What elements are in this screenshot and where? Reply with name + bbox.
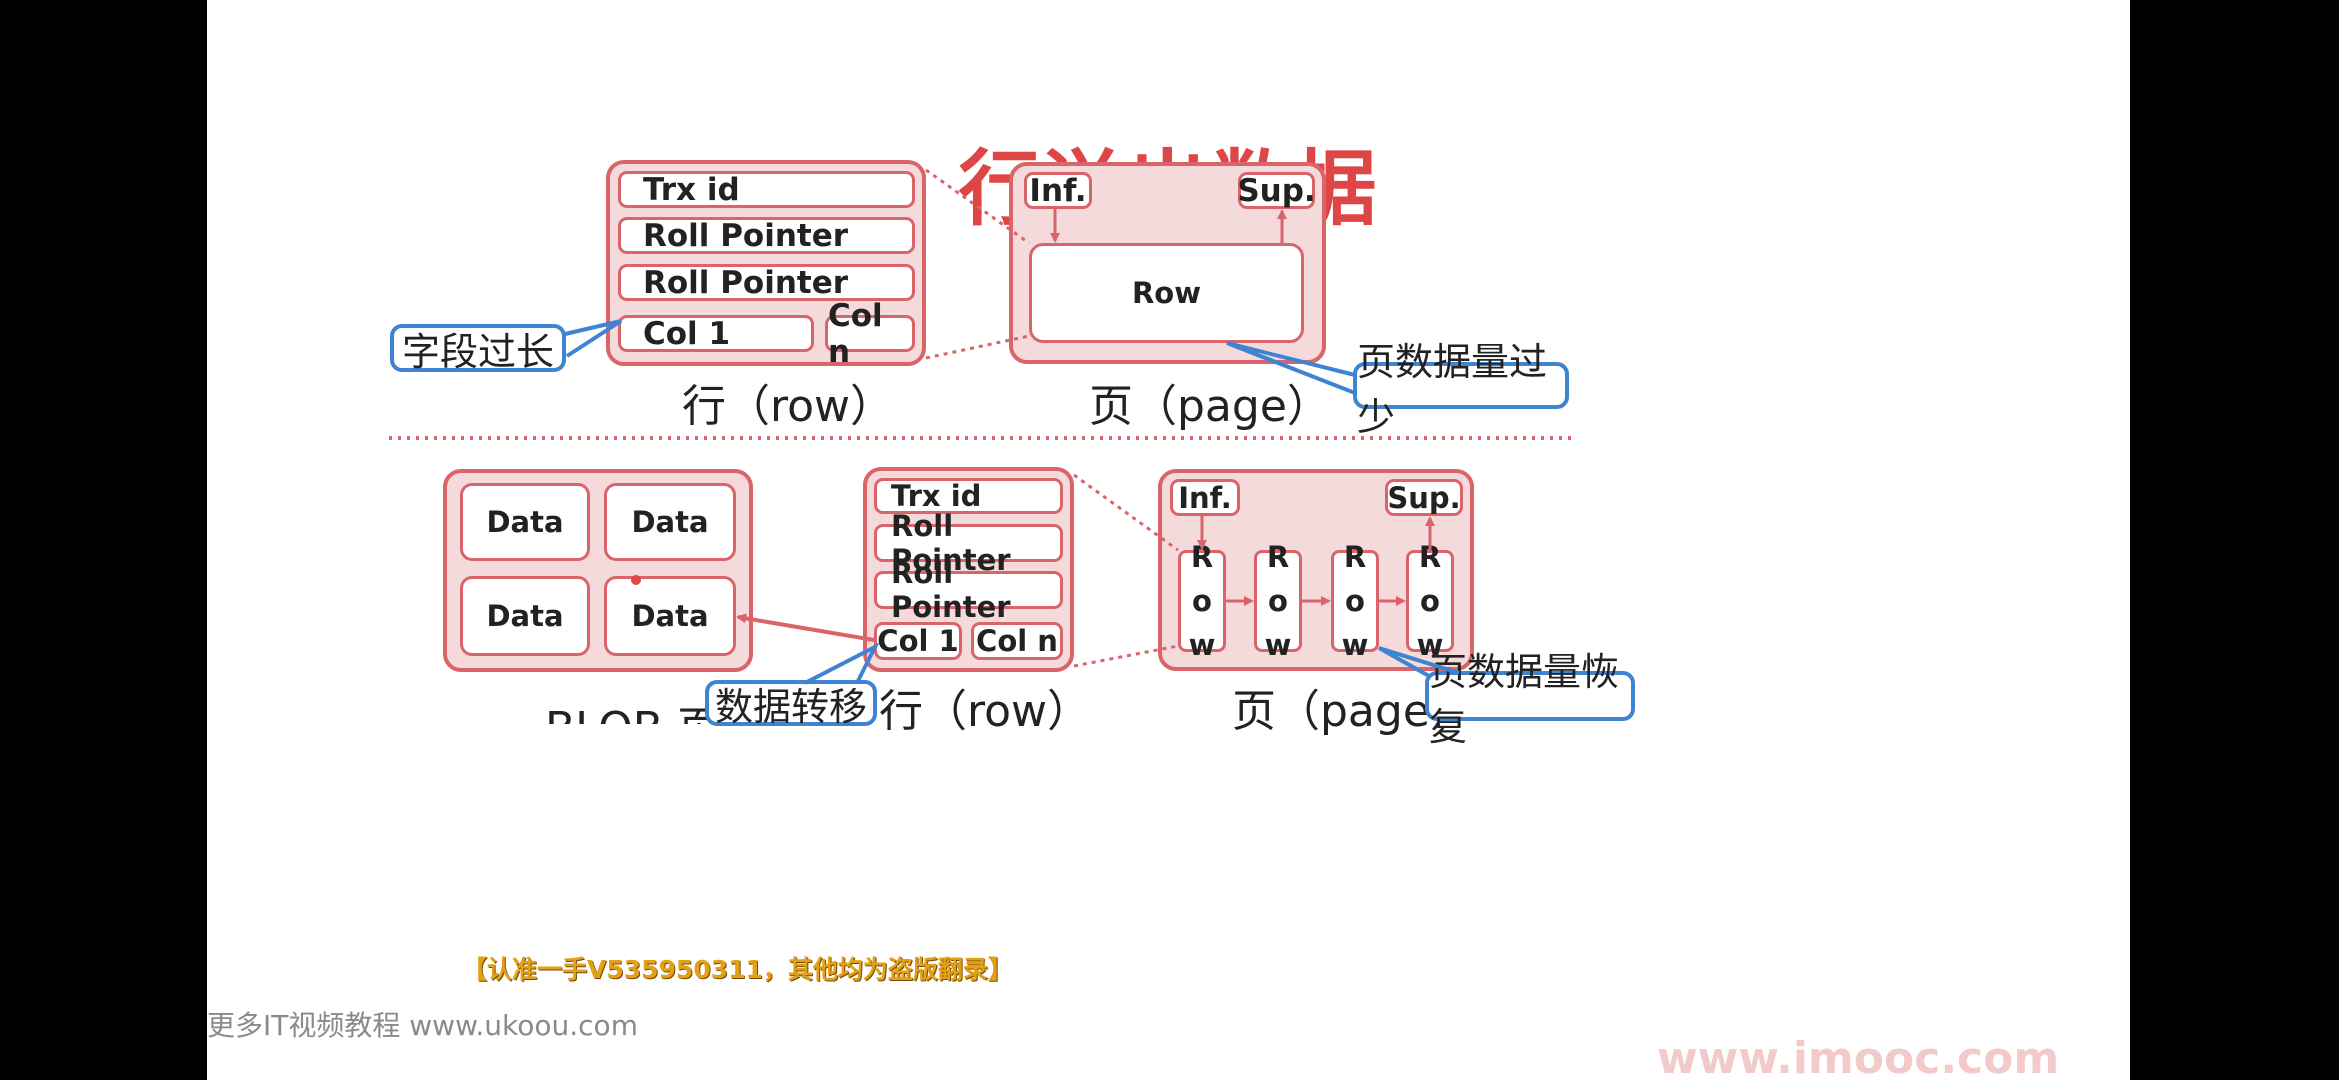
- callout-page-too-little: 页数据量过少: [1353, 340, 1569, 439]
- row-letter: R: [1418, 540, 1442, 574]
- row-letter: o: [1420, 584, 1440, 618]
- blob-data-cell-3: Data: [460, 576, 590, 656]
- top-row-caption: 行（row）: [682, 381, 895, 432]
- row-letter: o: [1192, 584, 1212, 618]
- bottom-page-row-3: R o w: [1331, 540, 1379, 662]
- bottom-row-caption: 行（row）: [879, 686, 1092, 737]
- callout-page-restore: 页数据量恢复: [1425, 650, 1635, 749]
- top-page-row: Row: [1029, 243, 1304, 343]
- row-letter: R: [1190, 540, 1214, 574]
- row-letter: R: [1343, 540, 1367, 574]
- top-row-field-roll-pointer-2: Roll Pointer: [618, 264, 915, 301]
- slide: 行溢出数据 Trx id Roll Pointer Roll Pointer C…: [207, 0, 2130, 1080]
- top-page-inf: Inf.: [1024, 172, 1092, 209]
- row-letter: w: [1341, 628, 1369, 662]
- watermark-logo: www.imooc.com: [1657, 1033, 2060, 1080]
- row-letter: o: [1268, 584, 1288, 618]
- bottom-row-field-roll-pointer-2: Roll Pointer: [874, 556, 1063, 624]
- top-row-field-roll-pointer-1: Roll Pointer: [618, 217, 915, 254]
- bottom-page-inf: Inf.: [1170, 479, 1240, 516]
- watermark-middle: 【认准一手V535950311，其他均为盗版翻录】: [462, 955, 1013, 984]
- row-letter: w: [1188, 628, 1216, 662]
- bottom-row-field-col1: Col 1: [874, 622, 962, 660]
- bottom-page-row-1: R o w: [1178, 540, 1226, 662]
- top-page-sup: Sup.: [1237, 172, 1316, 209]
- watermark-bottom-left: 更多IT视频教程 www.ukoou.com: [207, 1009, 638, 1042]
- bottom-page-row-2: R o w: [1254, 540, 1302, 662]
- bottom-row-field-trxid: Trx id: [874, 478, 1063, 514]
- top-row-field-col1: Col 1: [618, 315, 814, 352]
- bottom-page-row-4: R o w: [1406, 540, 1454, 662]
- blob-data-cell-2: Data: [604, 483, 736, 561]
- row-letter: R: [1266, 540, 1290, 574]
- top-page-caption: 页（page）: [1089, 381, 1331, 432]
- row-letter: o: [1345, 584, 1365, 618]
- callout-field-too-long: 字段过长: [390, 324, 566, 374]
- top-row-field-coln: Col n: [825, 298, 915, 370]
- callout-data-transfer: 数据转移: [705, 680, 877, 729]
- blob-data-cell-1: Data: [460, 483, 590, 561]
- blob-data-cell-4: Data: [604, 576, 736, 656]
- row-letter: w: [1264, 628, 1292, 662]
- bottom-page-sup: Sup.: [1385, 479, 1463, 516]
- blob-page-caption: BLOB 页: [545, 692, 721, 724]
- data-transfer-arrow: [736, 613, 875, 642]
- bottom-row-field-coln: Col n: [971, 622, 1063, 660]
- top-row-field-trxid: Trx id: [618, 171, 915, 208]
